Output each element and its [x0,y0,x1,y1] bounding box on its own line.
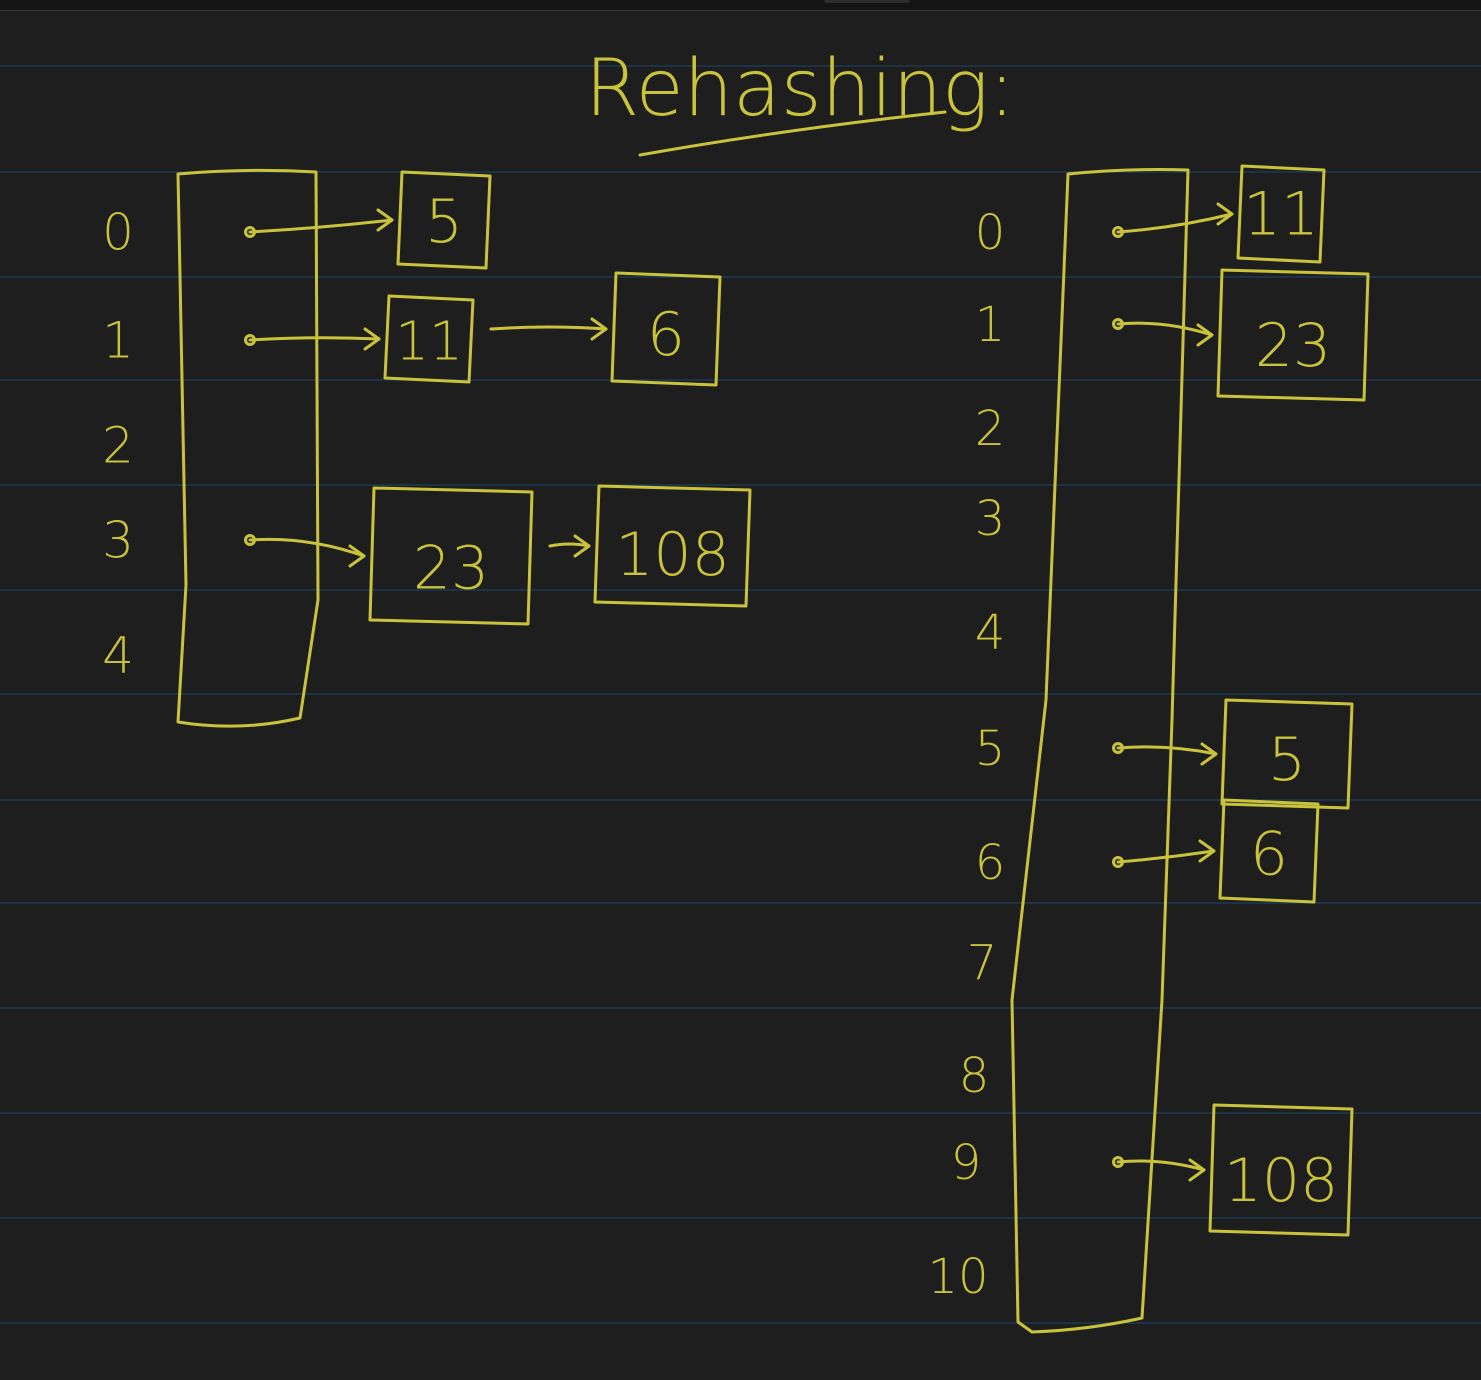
chain-node-box [610,271,722,387]
old-table-indices: 0 1 2 3 4 [102,204,134,685]
pointer-dot [244,226,256,238]
new-table-indices: 0 1 2 3 4 5 6 7 8 9 10 [927,205,1005,1305]
arrow-head [1216,202,1234,226]
bucket-index-label: 3 [975,491,1006,547]
bucket-index-label: 1 [975,297,1006,353]
arrow-head [1188,1158,1206,1182]
chain-node-value: 6 [647,300,685,370]
chain-node-box [1208,1103,1354,1237]
old-table-column [176,168,320,728]
pointer-arrow [1116,321,1214,337]
pointer-dot [1112,856,1124,868]
pointer-dot [1112,318,1124,330]
bucket-index-label: 6 [975,835,1006,891]
chain-node-value: 108 [615,520,730,590]
arrow-head [1200,742,1218,766]
bucket-index-label: 3 [102,512,134,570]
new-table-chains: 11 23 5 6 108 [1112,164,1370,1237]
pointer-arrow [248,336,381,342]
pointer-arrow [1116,745,1218,756]
chain-node-box [1216,268,1370,402]
pointer-dot [244,334,256,346]
bucket-index-label: 2 [102,417,134,475]
bucket-index-label: 4 [102,627,134,685]
chain-node-value: 108 [1224,1146,1339,1216]
bucket-index-label: 9 [951,1135,982,1191]
bucket-index-label: 4 [975,605,1006,661]
bucket-index-label: 1 [102,312,134,370]
chain-node-value: 23 [1255,311,1331,381]
pointer-dot [1112,1156,1124,1168]
chain-node-value: 5 [425,188,463,257]
pointer-arrow [1116,212,1234,234]
chain-node-value: 6 [1250,820,1288,890]
chain-node-box [1218,798,1320,904]
window-notch [824,0,910,3]
chain-node-box [1236,164,1326,264]
arrow-head [376,208,394,232]
arrow-head [363,327,381,351]
chain-node-box [368,486,534,626]
pointer-dot [1112,742,1124,754]
new-table-column [1010,168,1190,1334]
pointer-arrow [548,542,591,548]
ruled-lines [0,65,1481,1324]
bucket-index-label: 10 [927,1249,988,1305]
chain-node-value: 11 [1243,181,1319,250]
arrow-head [590,317,608,341]
pointer-arrow [1116,849,1216,864]
pointer-arrow [248,537,366,558]
chain-node-box [396,170,492,270]
pointer-dot [1112,226,1124,238]
bucket-index-label: 5 [975,721,1006,777]
chain-node-box [593,484,752,608]
title-underline [638,110,947,157]
arrow-head [1198,839,1216,863]
chain-node-value: 5 [1268,725,1306,795]
bucket-index-label: 0 [975,205,1006,261]
pointer-arrow [248,218,394,234]
page-title: Rehashing: [585,44,1015,134]
window-top-bar [0,0,1481,11]
bucket-index-label: 0 [102,204,134,262]
bucket-index-label: 7 [967,935,998,991]
pointer-arrow [489,325,608,331]
bucket-index-label: 2 [975,401,1006,457]
pointer-dot [244,534,256,546]
old-table-chains: 5 11 6 23 108 [244,170,752,626]
arrow-head [348,544,366,568]
chain-node-box [383,294,475,384]
bucket-index-label: 8 [959,1048,990,1104]
pointer-arrow [1116,1159,1206,1172]
arrow-head [573,534,591,558]
chain-node-value: 23 [413,534,489,604]
chain-node-box [1220,698,1354,810]
chain-node-value: 11 [395,311,463,373]
arrow-head [1196,323,1214,347]
